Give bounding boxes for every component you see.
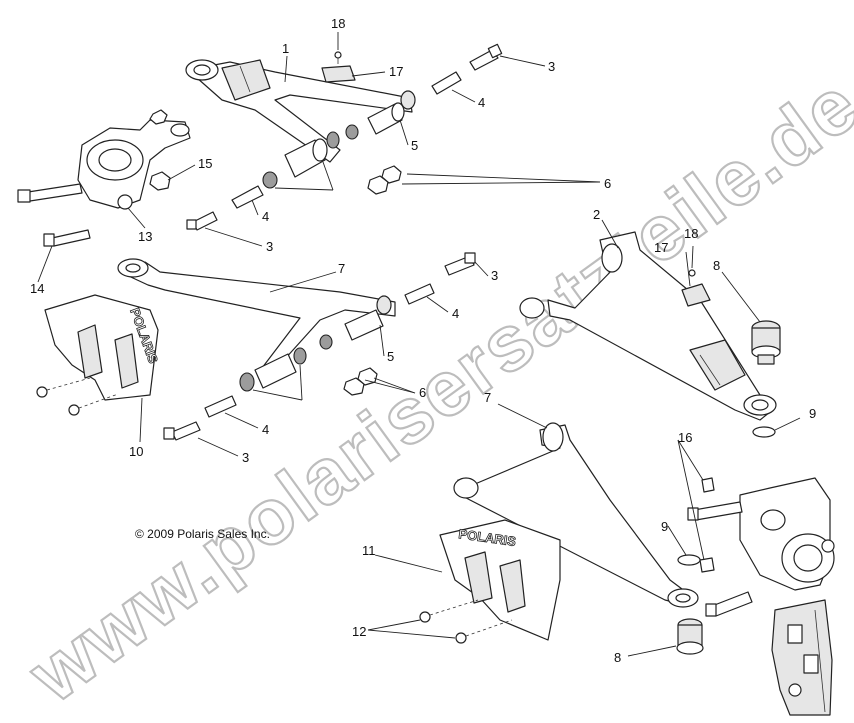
lower-a-arm-7-left [117, 258, 396, 371]
callout-4: 4 [452, 306, 459, 321]
callout-15: 15 [198, 156, 212, 171]
sleeve-17-upper [321, 51, 356, 83]
callout-8: 8 [713, 258, 720, 273]
bushing-set-upper [262, 90, 416, 189]
upper-a-arm-1 [185, 59, 413, 163]
ball-joint-8-upper [751, 320, 781, 365]
callout-18: 18 [684, 226, 698, 241]
callout-7: 7 [338, 261, 345, 276]
leader-lines [37, 32, 801, 657]
sleeve-17-right [681, 269, 711, 307]
skid-plate-11: POLARIS [419, 519, 561, 644]
callout-17: 17 [389, 64, 403, 79]
callout-6: 6 [604, 176, 611, 191]
callout-2: 2 [593, 207, 600, 222]
snap-ring-9-upper [752, 426, 776, 438]
copyright-notice: © 2009 Polaris Sales Inc. [135, 527, 270, 541]
callout-16: 16 [678, 430, 692, 445]
callout-3: 3 [548, 59, 555, 74]
callout-3: 3 [491, 268, 498, 283]
callout-5: 5 [387, 349, 394, 364]
spindle-hardware [17, 171, 171, 247]
callout-7: 7 [484, 390, 491, 405]
callout-labels: 1 18 17 3 4 5 15 6 4 13 3 14 7 3 4 5 6 4… [30, 16, 816, 665]
bushing-set-lower-left [163, 252, 476, 441]
snap-ring-9-lower [677, 554, 701, 566]
callout-4: 4 [262, 209, 269, 224]
spindle-right [687, 477, 835, 617]
callout-14: 14 [30, 281, 44, 296]
callout-12: 12 [352, 624, 366, 639]
callout-5: 5 [411, 138, 418, 153]
callout-9: 9 [661, 519, 668, 534]
callout-1: 1 [282, 41, 289, 56]
callout-3: 3 [266, 239, 273, 254]
lower-a-arm-7-right [453, 422, 699, 608]
callout-3: 3 [242, 450, 249, 465]
callout-18: 18 [331, 16, 345, 31]
callout-6: 6 [419, 385, 426, 400]
callout-13: 13 [138, 229, 152, 244]
callout-8: 8 [614, 650, 621, 665]
callout-11: 11 [362, 543, 376, 558]
ball-joint-8-lower [676, 618, 704, 655]
callout-9: 9 [809, 406, 816, 421]
upper-a-arm-2 [519, 231, 777, 421]
skid-plate-10: POLARIS [36, 294, 162, 416]
callout-10: 10 [129, 444, 143, 459]
brake-caliper [771, 599, 833, 716]
callout-17: 17 [654, 240, 668, 255]
spindle-13 [77, 109, 191, 210]
pivot-pins-upper [186, 43, 503, 231]
callout-4: 4 [262, 422, 269, 437]
nuts-upper [367, 165, 402, 195]
callout-4: 4 [478, 95, 485, 110]
